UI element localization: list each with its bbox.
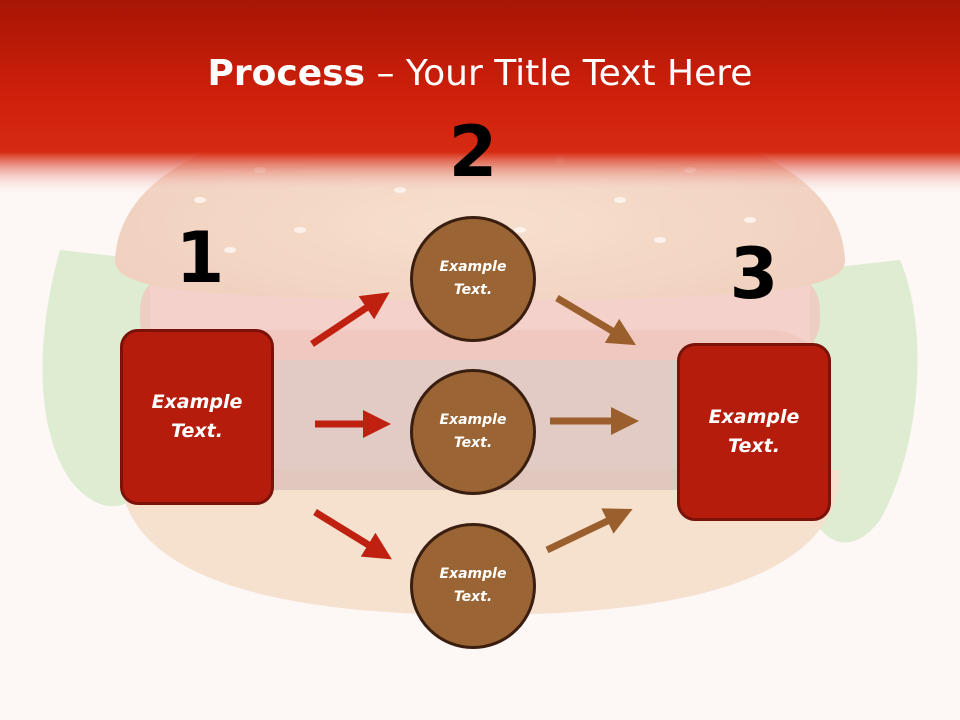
left-step-box: Example Text. — [120, 329, 274, 505]
title-rest: – Your Title Text Here — [365, 53, 753, 94]
bottom-circle-text: Example Text. — [439, 566, 507, 605]
top-circle: Example Text. — [410, 216, 536, 342]
middle-circle-text: Example Text. — [439, 412, 507, 451]
bottom-circle: Example Text. — [410, 523, 536, 649]
slide-title: Process – Your Title Text Here — [0, 50, 960, 98]
middle-circle: Example Text. — [410, 369, 536, 495]
arrow-top-to-right — [555, 294, 637, 346]
right-step-box: Example Text. — [677, 343, 831, 521]
left-step-box-text: Example Text. — [151, 391, 243, 442]
arrow-bottom-to-right — [545, 508, 633, 554]
right-step-box-text: Example Text. — [708, 406, 800, 457]
step-number-2: 2 — [448, 111, 498, 193]
arrow-left-to-bottom — [313, 509, 392, 560]
arrow-left-to-top — [310, 292, 390, 347]
top-circle-text: Example Text. — [439, 259, 507, 298]
title-strong: Process — [207, 53, 366, 94]
step-number-3: 3 — [729, 233, 779, 315]
step-number-1: 1 — [175, 217, 225, 299]
